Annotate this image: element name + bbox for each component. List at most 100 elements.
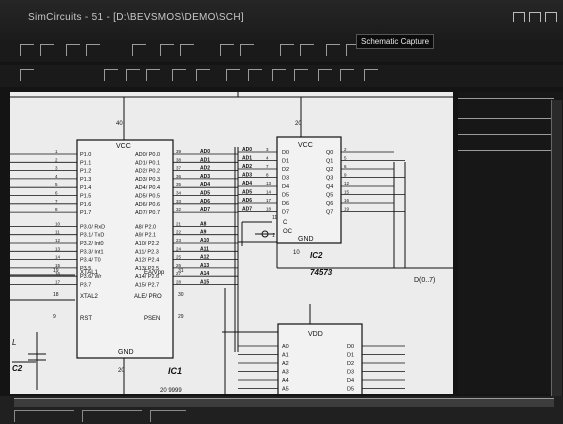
ic2-d-pin-label: D6 <box>282 201 289 207</box>
ic3-a-pin-label: A3 <box>282 370 289 376</box>
ic1-right-pin-label: AD7/ P0.7 <box>135 210 160 216</box>
close-icon[interactable] <box>545 12 557 22</box>
ic1-left-pin-number: 2 <box>55 157 58 162</box>
redo-icon[interactable] <box>240 44 254 56</box>
ic1-right-pin-number: 26 <box>176 263 182 268</box>
new-file-icon[interactable] <box>20 44 34 56</box>
ic2-body[interactable] <box>276 136 342 244</box>
ic1-left-pin-number: 12 <box>55 238 61 243</box>
ic1-net-label: A11 <box>200 246 209 252</box>
capacitor-label: C2 <box>12 364 23 373</box>
ic1-right-pin-label: A9/ P2.1 <box>135 233 156 239</box>
ic1-net-label: AD5 <box>200 191 210 197</box>
copy-icon[interactable] <box>160 44 174 56</box>
ic2-net-label: AD1 <box>242 156 252 162</box>
ic2-d-pin-label: D5 <box>282 193 289 199</box>
component-tool-icon[interactable] <box>104 69 118 81</box>
horizontal-scrollbar[interactable] <box>14 398 554 407</box>
ic1-left-pin-label: P3.2/ Int0 <box>80 241 104 247</box>
ic1-right-pin-number: 28 <box>176 280 182 285</box>
bus-tool-icon[interactable] <box>172 69 186 81</box>
ic1-body[interactable] <box>76 139 174 359</box>
ic1-net-label: AD0 <box>200 149 210 155</box>
ic1-left-pin-label: P1.2 <box>80 169 91 175</box>
zoom-in-icon[interactable] <box>280 44 294 56</box>
ic2-d-pin-label: D0 <box>282 150 289 156</box>
ic2-q-pin-number: 6 <box>344 164 347 169</box>
ic2-q-pin-label: Q2 <box>326 167 333 173</box>
ic1-net-label: A12 <box>200 255 209 261</box>
ic3-a-pin-label: A0 <box>282 344 289 350</box>
ic1-left-pin-label: P1.0 <box>80 152 91 158</box>
ic2-oc-pin: 1 <box>272 233 275 239</box>
graph-tool-icon[interactable] <box>318 69 332 81</box>
ic1-ea-pin: 31 <box>178 268 184 274</box>
ic3-body[interactable] <box>277 323 363 394</box>
ic2-part: 74573 <box>310 268 333 277</box>
ic1-gnd-pin: 20 <box>118 368 125 374</box>
window-title: SimCircuits - 51 - [D:\BEVSMOS\DEMO\SCH] <box>28 12 244 23</box>
power-tool-icon[interactable] <box>226 69 240 81</box>
print-icon[interactable] <box>86 44 100 56</box>
ic1-right-pin-label: A11/ P2.3 <box>135 249 159 255</box>
ic1-name: IC1 <box>168 366 182 376</box>
minimize-icon[interactable] <box>513 12 525 22</box>
zoom-out-icon[interactable] <box>300 44 314 56</box>
ic1-psen-label: PSEN <box>144 316 160 322</box>
ic2-net-label: AD6 <box>242 198 252 204</box>
ic1-left-pin-label: P1.4 <box>80 185 91 191</box>
panel-divider <box>458 98 554 99</box>
ic2-d-pin-label: D2 <box>282 167 289 173</box>
open-file-icon[interactable] <box>40 44 54 56</box>
select-tool-icon[interactable] <box>20 69 34 81</box>
ic1-left-pin-number: 8 <box>55 207 58 212</box>
vertical-scrollbar[interactable] <box>551 100 562 400</box>
ic1-right-pin-number: 24 <box>176 246 182 251</box>
tape-tool-icon[interactable] <box>364 69 378 81</box>
ic3-d-pin-label: D4 <box>347 378 354 384</box>
junction-tool-icon[interactable] <box>126 69 140 81</box>
ic2-d-pin-label: D4 <box>282 184 289 190</box>
ic1-right-pin-label: AD5/ P0.5 <box>135 194 160 200</box>
ic1-vcc-pin: 40 <box>116 121 123 127</box>
panel-divider <box>458 134 554 135</box>
maximize-icon[interactable] <box>529 12 541 22</box>
save-file-icon[interactable] <box>66 44 80 56</box>
probe-tool-icon[interactable] <box>340 69 354 81</box>
ic2-q-pin-label: Q5 <box>326 193 333 199</box>
ic1-left-pin-label: P3.0/ RxD <box>80 224 105 230</box>
ic1-left-pin-number: 15 <box>55 263 61 268</box>
port-tool-icon[interactable] <box>272 69 286 81</box>
ic2-net-label: AD0 <box>242 147 252 153</box>
cut-icon[interactable] <box>132 44 146 56</box>
ic1-xtal2-pin: 18 <box>53 292 59 298</box>
ic2-d-pin-number: 8 <box>266 173 269 178</box>
schematic-drawing: 40 VCC GND 20 IC1 20 VCC GND 10 IC2 7457… <box>10 92 453 394</box>
ic2-d-pin-number: 4 <box>266 156 269 161</box>
ic1-right-pin-label: AD4/ P0.4 <box>135 185 160 191</box>
toolbar-primary <box>0 40 563 62</box>
ic2-d-pin-number: 17 <box>266 198 272 203</box>
wire-icon[interactable] <box>346 44 360 56</box>
paste-icon[interactable] <box>180 44 194 56</box>
undo-icon[interactable] <box>220 44 234 56</box>
text-tool-icon[interactable] <box>196 69 210 81</box>
ic2-gnd-label: GND <box>298 236 314 243</box>
ic2-net-label: AD3 <box>242 173 252 179</box>
ic1-right-pin-number: 25 <box>176 255 182 260</box>
ic1-net-label: A8 <box>200 221 207 227</box>
ground-tool-icon[interactable] <box>248 69 262 81</box>
ic2-q-pin-number: 16 <box>344 198 350 203</box>
ic1-right-pin-number: 34 <box>176 191 182 196</box>
schematic-canvas[interactable]: 40 VCC GND 20 IC1 20 VCC GND 10 IC2 7457… <box>10 92 453 394</box>
label-tool-icon[interactable] <box>146 69 160 81</box>
ic1-net-label: AD1 <box>200 157 210 163</box>
grid-icon[interactable] <box>326 44 340 56</box>
ic1-net-label: AD2 <box>200 166 210 172</box>
ic2-q-pin-number: 12 <box>344 181 350 186</box>
ic2-q-pin-number: 9 <box>344 173 347 178</box>
ic1-right-pin-label: AD1/ P0.1 <box>135 160 160 166</box>
ic3-d-pin-label: D3 <box>347 370 354 376</box>
pin-tool-icon[interactable] <box>294 69 308 81</box>
ic1-left-pin-number: 5 <box>55 182 58 187</box>
